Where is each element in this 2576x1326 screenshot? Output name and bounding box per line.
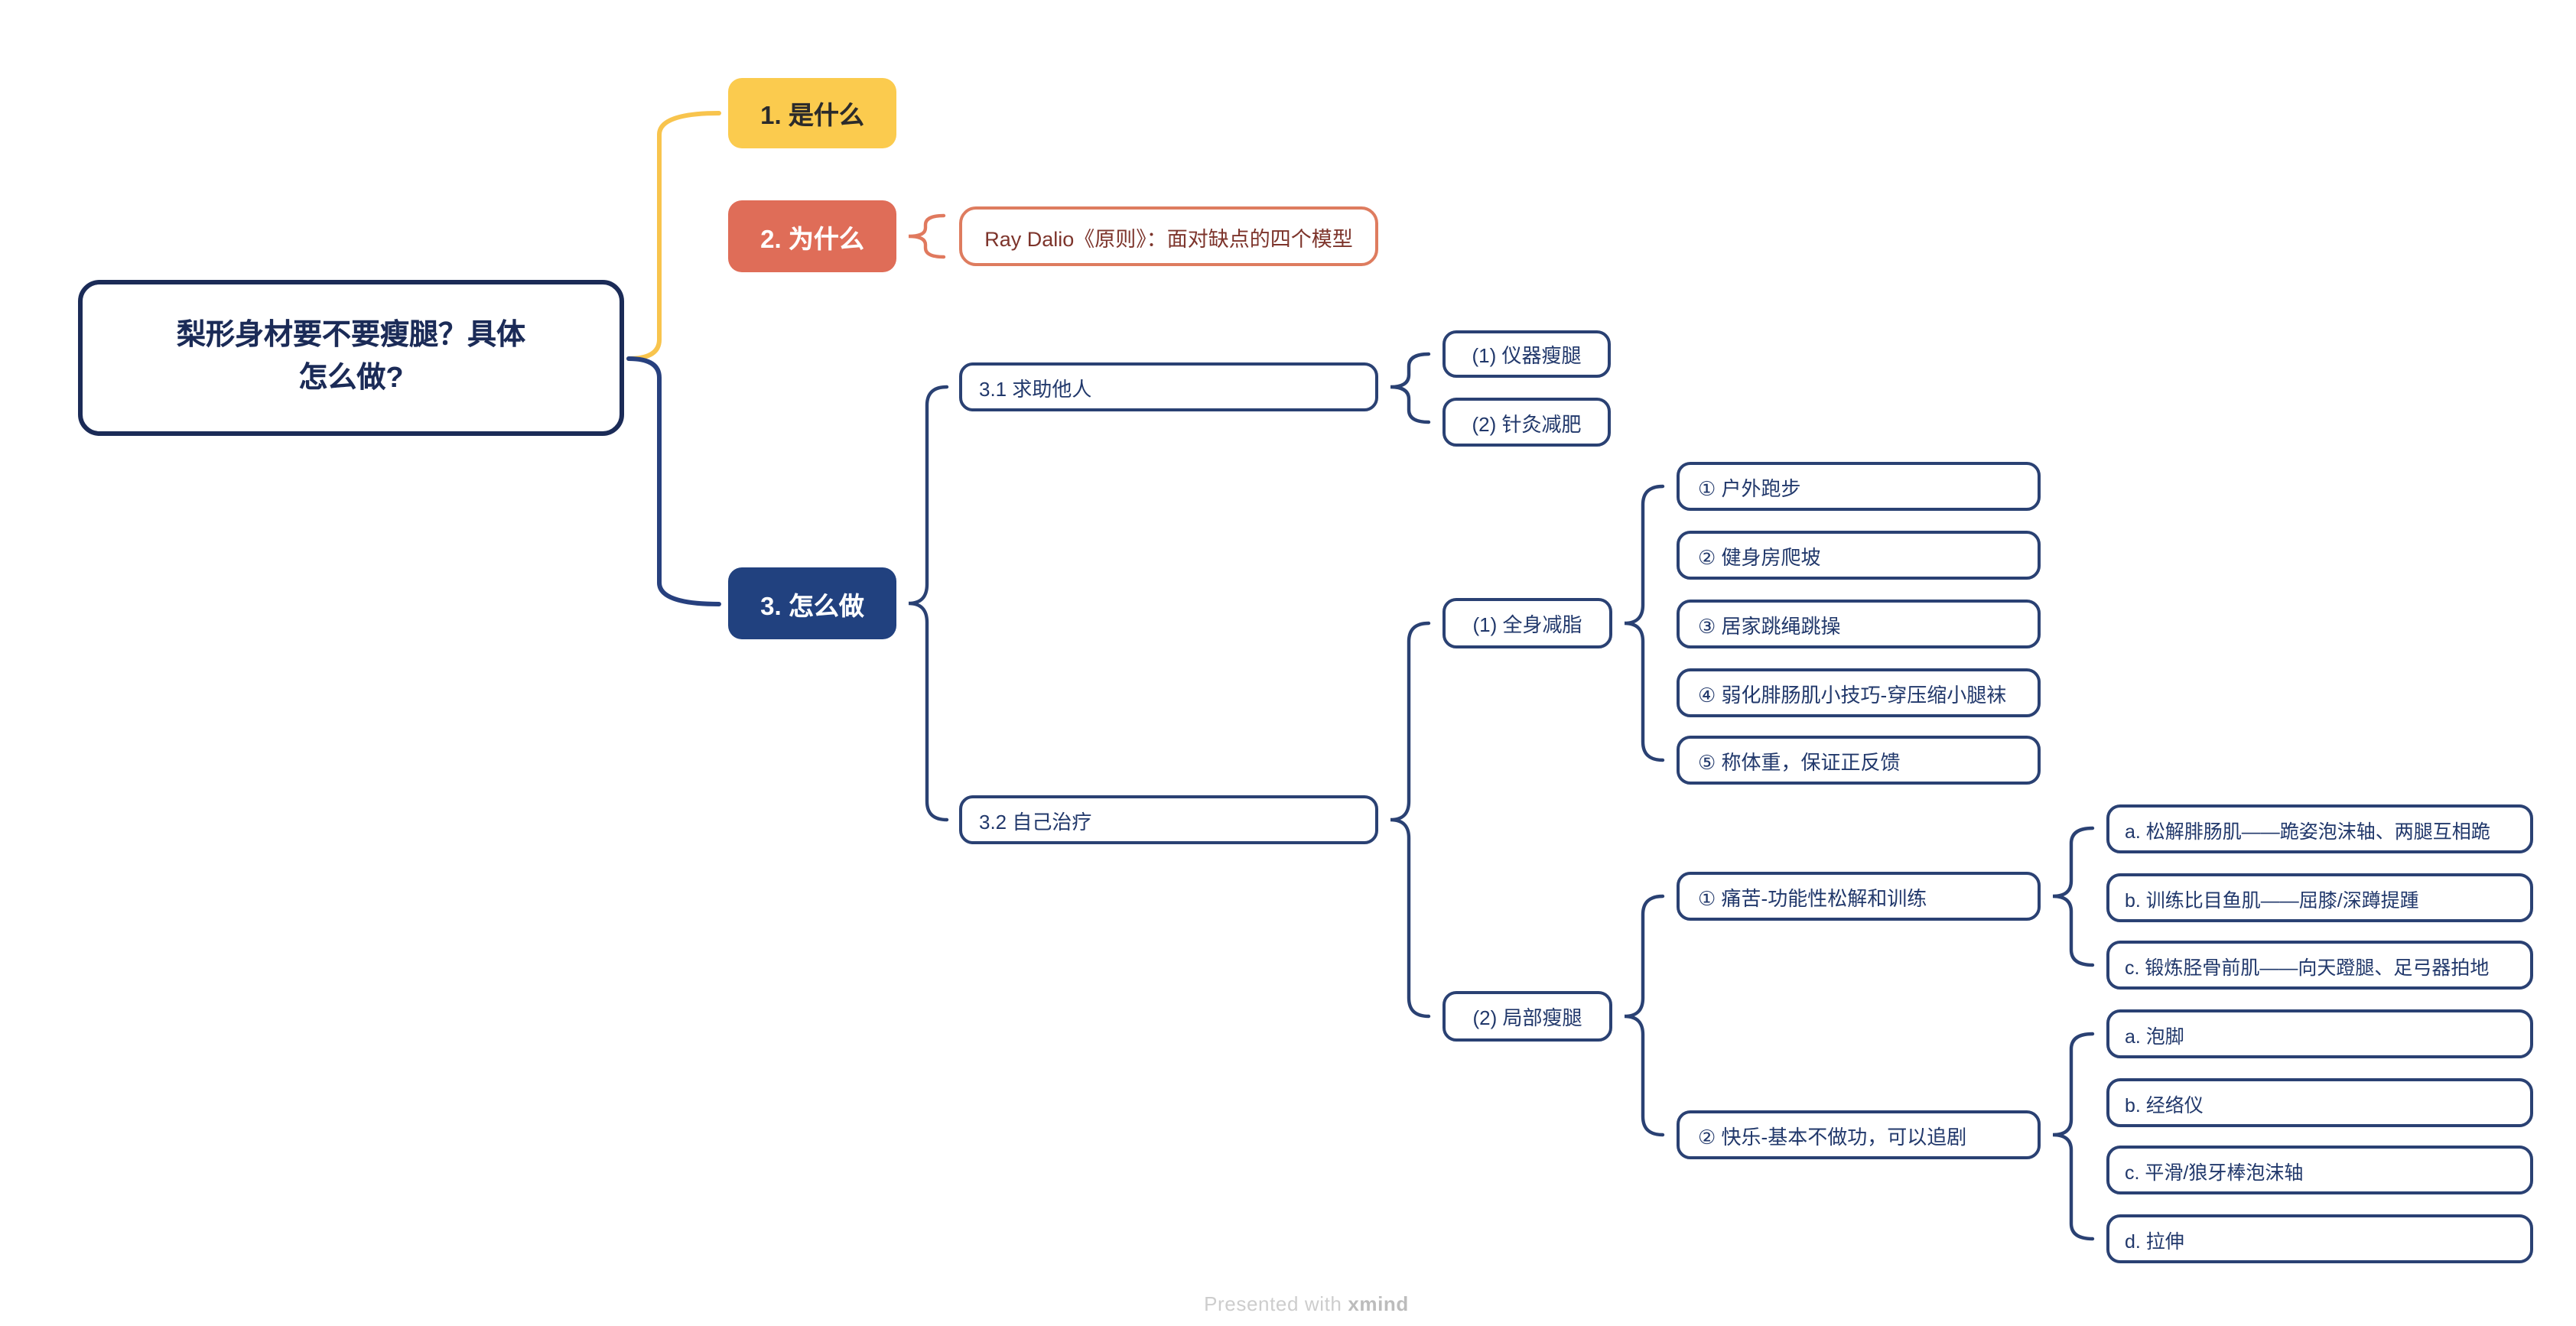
connector-tongku-brace [2052, 826, 2095, 967]
connector-jubu-brace [1624, 894, 1665, 1137]
topic-meridian-device[interactable]: b. 经络仪 [2106, 1078, 2533, 1127]
watermark: Presented with xmind [1077, 1292, 1536, 1315]
watermark-brand: xmind [1348, 1292, 1409, 1315]
topic-fullbody-fatloss[interactable]: (1) 全身减脂 [1442, 598, 1612, 648]
topic-train-tibialis[interactable]: c. 锻炼胫骨前肌——向天蹬腿、足弓器拍地 [2106, 941, 2533, 990]
topic-how[interactable]: 3. 怎么做 [728, 567, 896, 639]
topic-painful-training[interactable]: ① 痛苦-功能性松解和训练 [1677, 872, 2041, 921]
connector-root-upper [626, 111, 721, 361]
topic-what[interactable]: 1. 是什么 [728, 78, 896, 148]
topic-compression-socks[interactable]: ④ 弱化腓肠肌小技巧-穿压缩小腿袜 [1677, 668, 2041, 717]
central-topic[interactable]: 梨形身材要不要瘦腿？具体怎么做? [78, 280, 624, 436]
topic-31-instrument[interactable]: (1) 仪器瘦腿 [1442, 330, 1611, 378]
topic-local-slimming[interactable]: (2) 局部瘦腿 [1442, 991, 1612, 1042]
connector-root-lower [626, 356, 721, 606]
topic-foam-roller[interactable]: c. 平滑/狼牙棒泡沫轴 [2106, 1146, 2533, 1194]
topic-31-acupuncture[interactable]: (2) 针灸减肥 [1442, 398, 1611, 447]
topic-32-self-treat[interactable]: 3.2 自己治疗 [959, 795, 1378, 844]
connector-31-brace [1390, 352, 1431, 424]
topic-gym-incline[interactable]: ② 健身房爬坡 [1677, 531, 2041, 580]
connector-32-brace [1390, 621, 1431, 1019]
connector-why-brace [908, 213, 946, 259]
topic-weigh-in-feedback[interactable]: ⑤ 称体重，保证正反馈 [1677, 736, 2041, 785]
topic-why[interactable]: 2. 为什么 [728, 200, 896, 272]
topic-easy-methods[interactable]: ② 快乐-基本不做功，可以追剧 [1677, 1110, 2041, 1159]
topic-release-gastrocnemius[interactable]: a. 松解腓肠肌——跪姿泡沫轴、两腿互相跪 [2106, 804, 2533, 853]
topic-31-ask-others[interactable]: 3.1 求助他人 [959, 362, 1378, 411]
topic-outdoor-running[interactable]: ① 户外跑步 [1677, 462, 2041, 511]
connector-kuaile-brace [2052, 1032, 2095, 1241]
topic-train-soleus[interactable]: b. 训练比目鱼肌——屈膝/深蹲提踵 [2106, 873, 2533, 922]
topic-stretching[interactable]: d. 拉伸 [2106, 1214, 2533, 1263]
connector-quanshen-brace [1624, 484, 1665, 762]
connector-how-brace [908, 385, 949, 822]
topic-home-ropejump[interactable]: ③ 居家跳绳跳操 [1677, 600, 2041, 648]
topic-why-ray-dalio[interactable]: Ray Dalio《原则》：面对缺点的四个模型 [959, 206, 1378, 266]
watermark-prefix: Presented with [1204, 1292, 1348, 1315]
topic-foot-soak[interactable]: a. 泡脚 [2106, 1009, 2533, 1058]
